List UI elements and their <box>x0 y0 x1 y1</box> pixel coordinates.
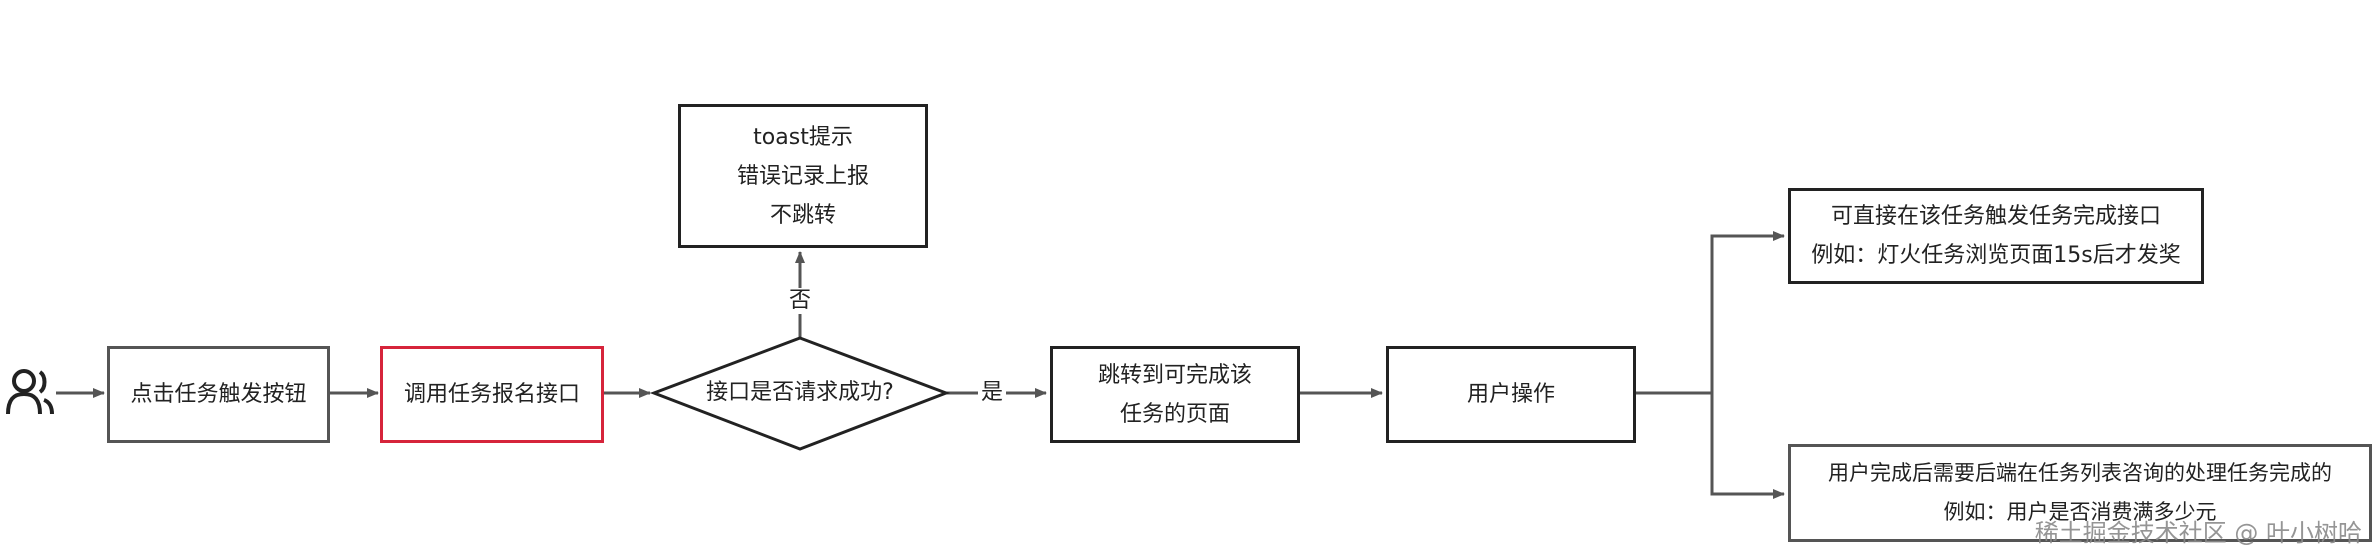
node-text: 用户操作 <box>1466 382 1555 407</box>
user-operation-node: 用户操作 <box>1386 346 1636 443</box>
node-text: 调用任务报名接口 <box>403 382 580 407</box>
user-icon <box>6 369 54 415</box>
edge-userop-branch-lower <box>1710 393 1785 499</box>
jump-to-task-page-node: 跳转到可完成该 任务的页面 <box>1050 346 1300 443</box>
failure-handling-node: toast提示 错误记录上报 不跳转 <box>678 104 928 248</box>
node-text-line-1: 跳转到可完成该 <box>1097 362 1252 388</box>
node-text-line-2: 例如：灯火任务浏览页面15s后才发奖 <box>1811 243 2181 268</box>
decision-label: 接口是否请求成功? <box>706 380 894 405</box>
node-text: 点击任务触发按钮 <box>130 382 307 407</box>
node-text-line-1: 用户完成后需要后端在任务列表咨询的处理任务完成的 <box>1828 461 2332 485</box>
edge-label-yes: 是 <box>978 380 1007 406</box>
node-text-line-1: 可直接在该任务触发任务完成接口 <box>1830 204 2161 229</box>
call-signup-api-node: 调用任务报名接口 <box>380 346 604 443</box>
node-text-line-2: 例如：用户是否消费满多少元 <box>1943 500 2217 524</box>
direct-complete-node: 可直接在该任务触发任务完成接口 例如：灯火任务浏览页面15s后才发奖 <box>1788 188 2204 284</box>
node-text-line-1: toast提示 <box>753 124 853 150</box>
node-text-line-2: 任务的页面 <box>1119 401 1230 427</box>
watermark: 稀土掘金技术社区 @ 叶小树哈 <box>2034 519 2362 547</box>
click-task-button-node: 点击任务触发按钮 <box>107 346 330 443</box>
edge-label-no: 否 <box>786 288 815 314</box>
backend-complete-node: 用户完成后需要后端在任务列表咨询的处理任务完成的 例如：用户是否消费满多少元 <box>1788 444 2372 542</box>
edge-userop-branch <box>1634 231 1785 395</box>
node-text-line-3: 不跳转 <box>769 202 836 228</box>
node-text-line-2: 错误记录上报 <box>736 163 869 189</box>
decision-diamond <box>649 336 951 451</box>
